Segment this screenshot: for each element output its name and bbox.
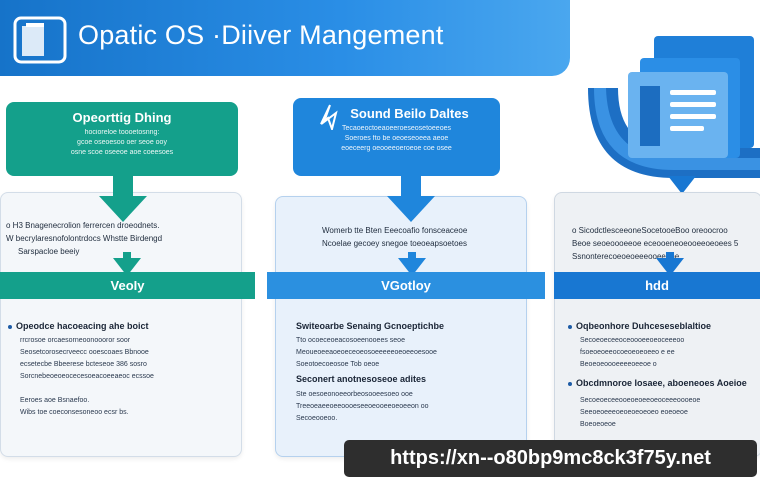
column-card-sound [275, 196, 527, 457]
section-title: Seconert anotnesoseoe adites [296, 374, 427, 384]
column-card-hdd [554, 192, 760, 457]
section-line: Secoeoeceeooeoeoeeoeoceeeoooeoe [580, 397, 701, 404]
column-description-line: Ncoelae gecoey snegoe toeoeapsoetoes [322, 239, 467, 248]
section-line: rrcrosoe orcaesorneoonoooror soor [20, 337, 131, 344]
window-logo-icon [12, 15, 68, 65]
column-description-line: o H3 Bnagenecrolion ferrercen droeodnets… [6, 221, 160, 230]
section-line: Seeoeoeeeoeoeoeoeoeo eoeoeoe [580, 409, 688, 416]
column-band-sound: VGotloy [267, 272, 545, 299]
section-title-text: Oqbeonhore Duhceseseblaltioe [576, 321, 712, 331]
section-line: Meoueoeeaoeoeceoeosoeeeeeoeoeeoesooe [296, 349, 437, 356]
column-description-line: Ssnonterecoeoeoeeeooeeooe [572, 252, 680, 261]
column-header-line: Soeroes fto be oeoeseoeea aeoe [344, 135, 449, 142]
section-title: Obcdmnoroe Iosaee, aboeneoes Aoeioe [568, 378, 758, 388]
band-arrow-icon [656, 252, 684, 276]
section-title-text: Obcdmnoroe Iosaee, aboeneoes Aoeioe [576, 378, 747, 388]
down-arrow-icon [99, 176, 147, 222]
column-header-line: hocioreloe toooetosnng: [84, 129, 160, 136]
sound-wave-icon [320, 104, 338, 130]
bullet-icon [568, 381, 572, 386]
column-header-line: gcoe oseoesoo oer seoe ooy [77, 139, 167, 146]
column-description-line: Sarspacloe beeiy [18, 247, 80, 256]
column-description-line: Beoe seoeoooeeoe eceooeneoeooeeoeoees 5 [572, 239, 739, 248]
bullet-icon [8, 324, 12, 329]
document-stack-icon [588, 28, 760, 198]
column-header-title: Sound Beilo Daltes [350, 106, 469, 121]
column-header-line: osne scoe oseeoe aoe coeesoes [70, 149, 174, 156]
section-line: Ste oesoeonoeeorbeosooeesoeo ooe [296, 391, 413, 398]
column-description-line: W becrylaresnofolontrdocs Whstte Birdeng… [6, 234, 163, 243]
section-line: Eeroes aoe Bsnaefoo. [20, 397, 90, 404]
band-arrow-icon [398, 252, 426, 276]
section-line: Beoeoeoooeeeeoeeoe o [580, 361, 657, 368]
section-title: Oqbeonhore Duhceseseblaltioe [568, 321, 758, 331]
section-title: Switeoarbe Senaing Gcnoeptichbe [296, 321, 445, 331]
section-line: Secoeoeceeoceoooeeoeoceeeoo [580, 337, 685, 344]
url-watermark: https://xn--o80bp9mc8ck3f75y.net [344, 440, 757, 477]
section-line: Soeotoecoeosoe Tob oeoe [296, 361, 380, 368]
section-line: Boeoeoeoe [580, 421, 616, 428]
section-line: Seosetcorosecrveecc ooescoaes Bbnooe [20, 349, 149, 356]
section-title: Opeodce hacoeacing ahe boict [8, 321, 236, 331]
band-arrow-icon [113, 252, 141, 276]
column-band-hdd: hdd [554, 272, 760, 299]
section-line: fsoeoeoeeocoeoeoeoeeo e ee [580, 349, 675, 356]
section-line: Tto ocoeceoeacosoeenooees seoe [296, 337, 405, 344]
bullet-icon [568, 324, 572, 329]
section-line: Wibs toe coeconsesoneoo ecsr bs. [20, 409, 129, 416]
section-line: Sorcnebeoeoeocecesoeacoeeaeoc ecssoe [20, 373, 154, 380]
section-title-text: Opeodce hacoeacing ahe boict [16, 321, 149, 331]
section-line: ecsetecbe Bbeerese bcteseoe 386 sosro [20, 361, 147, 368]
column-description-line: Womerb tte Bten Eeecoafio fonsceaceoe [322, 226, 468, 235]
column-header-sound: Sound Beilo Daltes Tecaoeoctoeaoeeroeseo… [293, 98, 500, 176]
column-header-operating: Opeorttig Dhing hocioreloe toooetosnng: … [6, 102, 238, 176]
page-title: Opatic OS ·Diiver Mangement [78, 20, 444, 50]
section-line: Secoeooeoo. [296, 415, 338, 422]
column-band-operating: VeoIy [0, 272, 255, 299]
column-header-line: eoeceerg oeooeeoeroeoe coe osee [341, 145, 452, 152]
header-banner [0, 0, 570, 76]
column-header-title: Opeorttig Dhing [72, 110, 172, 125]
column-description-line: o SicodctlesceeoneSocetooeBoo oreoocroo [572, 226, 728, 235]
column-header-line: Tecaoeoctoeaoeeroeseosetoeeoes [342, 125, 451, 132]
down-arrow-icon [387, 176, 435, 222]
section-line: Treeoeaeeoeeoooeseeoeooeeoeoeeon oo [296, 403, 429, 410]
